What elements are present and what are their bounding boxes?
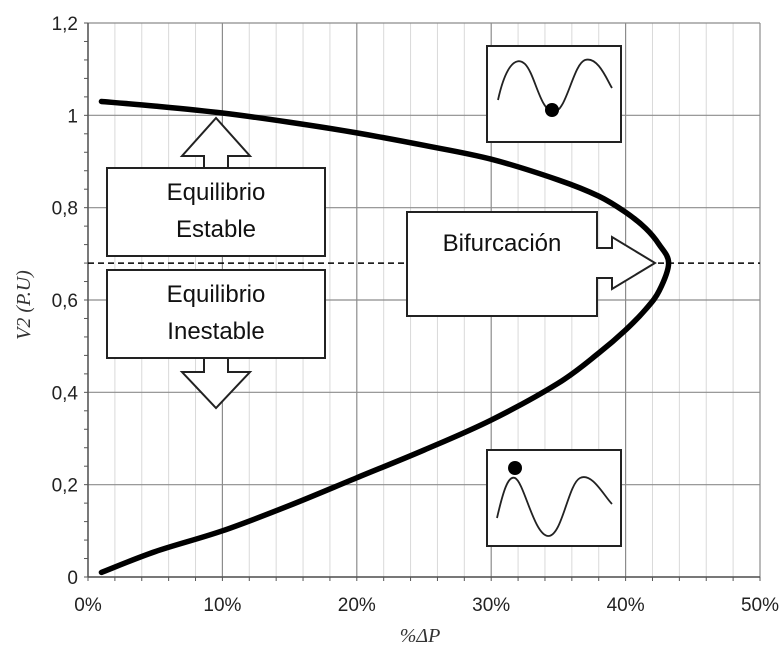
unstable-annotation: Equilibrio Inestable	[106, 269, 326, 410]
unstable-label-line1: Equilibrio	[167, 281, 266, 308]
axes	[84, 22, 761, 581]
tick-labels: 0% 10% 20% 30% 40% 50% 0 0,2 0,4 0,6 0,8 1 1,2	[52, 14, 780, 616]
unstable-potential-inset	[486, 449, 622, 547]
x-tick-label: 20%	[338, 595, 376, 616]
unstable-potential-curve	[496, 476, 613, 537]
x-tick-label: 30%	[472, 595, 510, 616]
y-tick-label: 0	[67, 568, 78, 589]
bifurcation-label: Bifurcación	[443, 230, 562, 257]
bifurcation-arrow-box	[406, 211, 657, 317]
bifurcation-annotation: Bifurcación	[406, 211, 657, 317]
x-tick-label: 10%	[203, 595, 241, 616]
y-tick-label: 0,4	[52, 383, 79, 404]
y-tick-label: 0,2	[52, 476, 78, 497]
unstable-label-line2: Inestable	[167, 318, 264, 345]
stable-up-arrow-icon	[179, 116, 253, 169]
y-tick-label: 0,8	[52, 199, 78, 220]
y-tick-label: 1	[67, 106, 78, 127]
stable-inset-box	[486, 45, 622, 143]
unstable-ball-icon	[508, 461, 522, 475]
stable-label-line2: Estable	[176, 216, 256, 243]
stable-ball-icon	[545, 103, 559, 117]
stable-label-line1: Equilibrio	[167, 179, 266, 206]
y-tick-label: 1,2	[52, 14, 78, 35]
y-tick-label: 0,6	[52, 291, 78, 312]
x-tick-label: 0%	[74, 595, 102, 616]
data-series-line	[98, 98, 672, 576]
unstable-down-arrow-icon	[179, 357, 253, 410]
x-axis-label: %ΔP	[400, 625, 441, 647]
unstable-box	[106, 269, 326, 359]
stable-potential-inset	[486, 45, 622, 143]
x-tick-label: 50%	[741, 595, 779, 616]
y-axis-label: V2 (P.U)	[13, 270, 35, 340]
x-tick-label: 40%	[607, 595, 645, 616]
stable-box	[106, 167, 326, 257]
stable-annotation: Equilibrio Estable	[106, 116, 326, 257]
